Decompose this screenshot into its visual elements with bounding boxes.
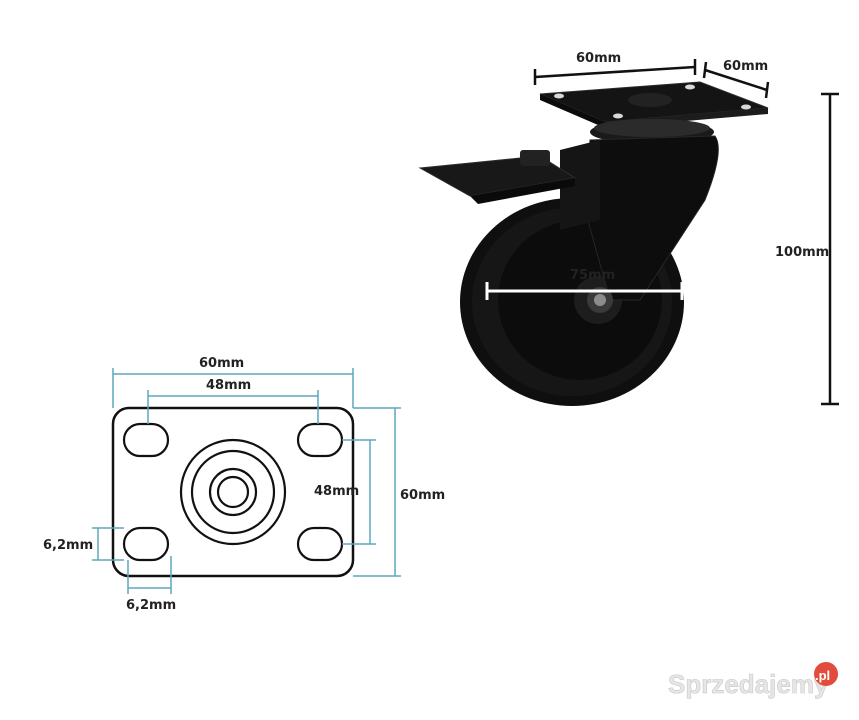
watermark-badge [814, 662, 838, 686]
brand-watermark: Sprzedajemy .pl [668, 662, 838, 699]
photo-total-height-label: 100mm [775, 245, 829, 260]
mounting-hole [296, 422, 344, 458]
plate-hole-spacing-height-label: 48mm [314, 484, 359, 499]
plate-dimensions [92, 368, 401, 594]
photo-dimensions [485, 59, 839, 406]
watermark-suffix: .pl [815, 668, 830, 683]
mounting-hole [122, 422, 170, 458]
mounting-hole [296, 526, 344, 562]
plate-outline [111, 406, 355, 578]
plate-hole-width-label: 6,2mm [126, 598, 176, 613]
fork [584, 135, 719, 301]
plate-drawing [111, 406, 355, 578]
watermark-brand-text: Sprzedajemy [668, 669, 829, 699]
plate-width-label: 60mm [199, 356, 244, 371]
mounting-hole [122, 526, 170, 562]
plate-hole-height-label: 6,2mm [43, 538, 93, 553]
photo-plate-width-label: 60mm [576, 51, 621, 66]
photo-plate-depth-label: 60mm [723, 59, 768, 74]
plate-height-label: 60mm [400, 488, 445, 503]
photo-wheel-diameter-label: 75mm [570, 268, 615, 283]
plate-hole-spacing-width-label: 48mm [206, 378, 251, 393]
center-bearing [179, 438, 287, 546]
caster-wheel-illustration [418, 81, 769, 406]
